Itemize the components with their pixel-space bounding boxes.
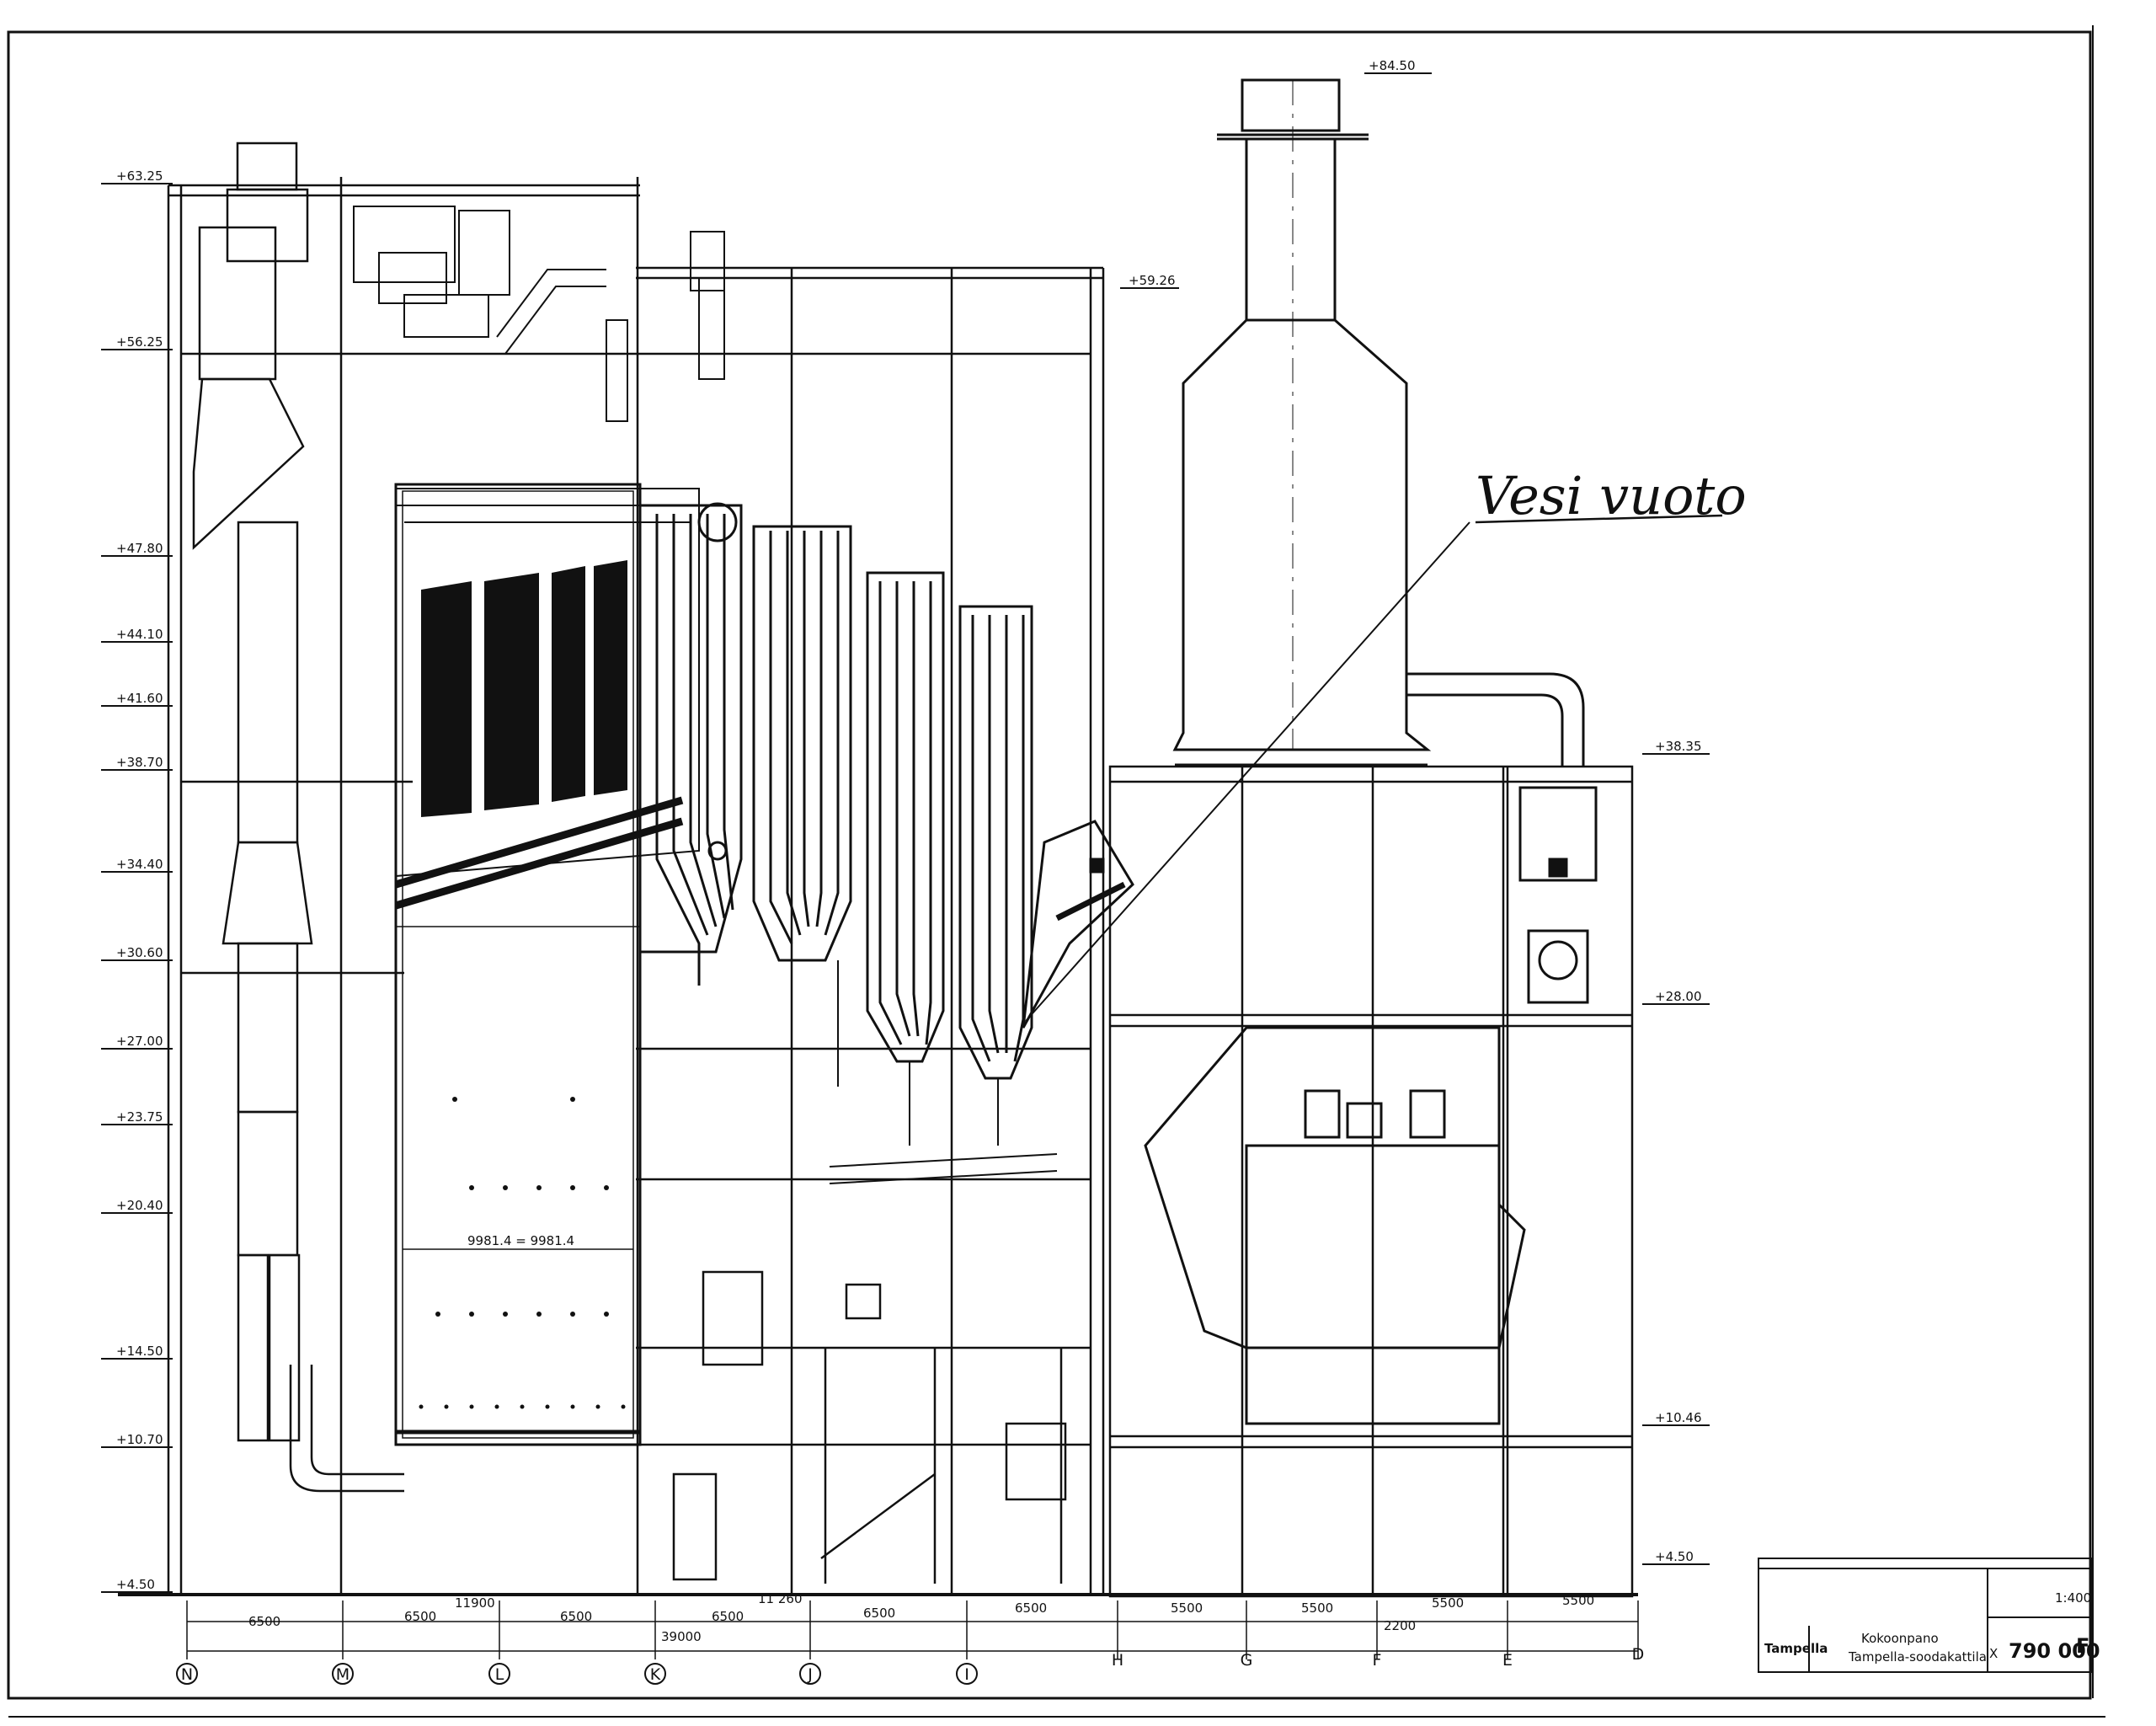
dim-ke: 6500 xyxy=(712,1609,744,1624)
level-marks-right xyxy=(1120,72,1710,1565)
level-1450: +14.50 xyxy=(116,1344,163,1359)
axis-f: F xyxy=(1373,1651,1382,1670)
title-block xyxy=(1758,1558,2092,1673)
axis-i: I xyxy=(964,1665,969,1684)
title-block-text: Tampella Kokoonpano Tampella-soodakattil… xyxy=(1764,1590,2100,1665)
tb-scale: 1:400 xyxy=(2055,1590,2091,1606)
dim-jf: 11 260 xyxy=(758,1591,803,1606)
left-duct xyxy=(192,142,404,1493)
superheater-panels xyxy=(421,560,627,817)
drawing-frame xyxy=(7,25,2105,1718)
axis-n: N xyxy=(181,1665,193,1684)
lower-equipment xyxy=(672,1270,1067,1584)
level-3870: +38.70 xyxy=(116,755,163,770)
dim-total: 39000 xyxy=(661,1629,702,1644)
axis-m: M xyxy=(336,1665,350,1684)
stack xyxy=(1172,78,1432,767)
ash-hoppers xyxy=(829,960,1058,1184)
axis-labels: N M L K J I H G F E D xyxy=(181,1645,1644,1684)
level-2040: +20.40 xyxy=(116,1198,163,1213)
tb-prefix: X xyxy=(1989,1646,1998,1661)
level-3440: +34.40 xyxy=(116,857,163,872)
building-structure xyxy=(167,177,1634,1598)
dim-fe: 5500 xyxy=(1432,1595,1464,1611)
dim-ih: 6500 xyxy=(1015,1600,1047,1616)
level-3835: +38.35 xyxy=(1655,739,1702,754)
axis-h: H xyxy=(1112,1651,1123,1670)
level-labels-left: +63.25 +56.25 +47.80 +44.10 +41.60 +38.7… xyxy=(116,168,163,1592)
level-4780: +47.80 xyxy=(116,541,163,556)
electrostatic-precipitator xyxy=(1144,1026,1526,1425)
dim-mb: 6500 xyxy=(404,1609,436,1624)
level-5625: +56.25 xyxy=(116,334,163,350)
level-450-right: +4.50 xyxy=(1655,1549,1694,1564)
furnace-ports xyxy=(419,1097,626,1409)
tb-drawing-no: 790 000 xyxy=(2009,1639,2100,1663)
tb-company: Tampella xyxy=(1764,1641,1828,1656)
economizer-1 xyxy=(752,525,852,962)
dimension-labels: 6500 6500 11900 6500 6500 11 260 6500 65… xyxy=(248,1591,1594,1644)
furnace xyxy=(394,483,642,1446)
axis-g: G xyxy=(1241,1651,1253,1670)
level-1046: +10.46 xyxy=(1655,1410,1702,1425)
leak-annotation: Vesi vuoto xyxy=(1476,465,1747,526)
axis-k: K xyxy=(650,1665,661,1684)
level-labels-right: +84.50 +59.26 +38.35 +28.00 +10.46 +4.50 xyxy=(1129,58,1702,1564)
dim-ed: 5500 xyxy=(1562,1593,1594,1608)
level-2700: +27.00 xyxy=(116,1034,163,1049)
dim-ld: 6500 xyxy=(560,1609,592,1624)
level-3060: +30.60 xyxy=(116,945,163,960)
tb-subtitle: Tampella-soodakattila xyxy=(1848,1649,1987,1665)
level-4410: +44.10 xyxy=(116,627,163,642)
tb-title: Kokoonpano xyxy=(1861,1631,1939,1646)
dim-lc: 11900 xyxy=(455,1595,495,1611)
axis-markers xyxy=(176,1663,978,1685)
dim-gf: 5500 xyxy=(1301,1600,1333,1616)
boiler-bank xyxy=(638,502,743,986)
flue-gas-duct xyxy=(1022,820,1134,1029)
economizer-3 xyxy=(958,605,1033,1080)
level-marks-left xyxy=(101,183,173,1593)
level-2800: +28.00 xyxy=(1655,989,1702,1004)
level-1070: +10.70 xyxy=(116,1432,163,1447)
id-fan xyxy=(1518,786,1598,1004)
axis-e: E xyxy=(1502,1651,1513,1670)
level-5926: +59.26 xyxy=(1129,273,1176,288)
axis-l: L xyxy=(495,1665,504,1684)
level-2375: +23.75 xyxy=(116,1109,163,1125)
economizer-2 xyxy=(866,571,945,1063)
tb-rev: F xyxy=(2076,1634,2089,1658)
furnace-dimension: 9981.4 = 9981.4 xyxy=(467,1233,574,1248)
dimension-lines xyxy=(186,1600,1639,1659)
axis-d: D xyxy=(1632,1645,1645,1664)
annotation-underline xyxy=(1475,514,1723,524)
annotation-leader xyxy=(1025,521,1470,1022)
upper-equipment xyxy=(353,206,725,422)
level-stack-top: +84.50 xyxy=(1369,58,1416,73)
level-4160: +41.60 xyxy=(116,691,163,706)
dim-hg: 5500 xyxy=(1171,1600,1203,1616)
dim-na: 6500 xyxy=(248,1614,280,1629)
dim-2200: 2200 xyxy=(1384,1618,1416,1633)
dim-jg: 6500 xyxy=(863,1606,895,1621)
stack-side-duct xyxy=(1406,672,1585,767)
level-450: +4.50 xyxy=(116,1577,155,1592)
axis-j: J xyxy=(807,1665,813,1684)
level-6325: +63.25 xyxy=(116,168,163,184)
